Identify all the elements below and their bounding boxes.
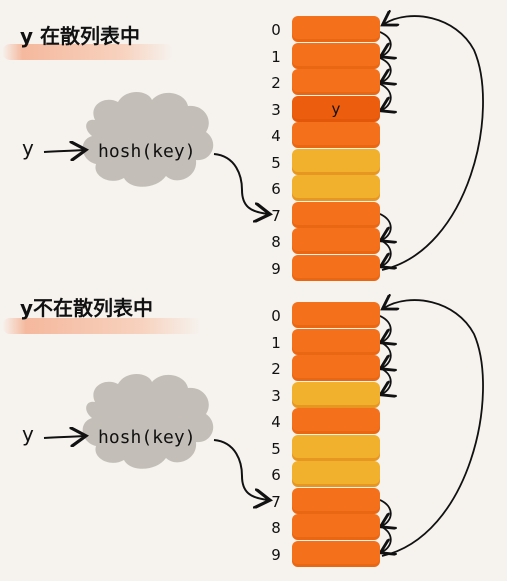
slot-index: 0: [271, 307, 281, 325]
hash-slot: [292, 408, 380, 434]
hash-function-label: hosh(key): [98, 427, 196, 448]
hash-slot: [292, 487, 380, 514]
hash-slot: [292, 302, 380, 328]
hash-slot: [292, 254, 380, 281]
hash-slot: [292, 16, 380, 42]
hash-slot: [292, 434, 380, 461]
hash-slot: [292, 95, 380, 122]
hash-slot: [292, 461, 380, 487]
title-highlight: [2, 318, 202, 334]
slot-index: 0: [271, 21, 281, 39]
hash-slot: [292, 122, 380, 148]
input-key-label: y: [22, 422, 34, 446]
hash-function-cloud: [82, 374, 214, 469]
probe-arrows: [380, 16, 484, 271]
hash-slot: [292, 228, 380, 254]
panel-title: y 在散列表中: [20, 24, 140, 48]
hash-slot: [292, 514, 380, 540]
hash-slot: [292, 175, 380, 201]
probe-arrows: [380, 300, 484, 557]
hash-slot: [292, 540, 380, 567]
hash-slot: [292, 328, 380, 355]
hash-function-label: hosh(key): [98, 141, 196, 162]
hash-slot: [292, 42, 380, 69]
input-arrow: [43, 436, 84, 438]
title-highlight: [2, 44, 174, 60]
slot-index: 8: [271, 519, 281, 537]
slot-content: y: [331, 99, 341, 118]
hash-slot: [292, 355, 380, 381]
slot-index: 9: [271, 545, 281, 564]
hash-slot: [292, 201, 380, 228]
slot-index: 2: [271, 74, 281, 92]
slot-index: 7: [271, 206, 281, 225]
slot-index: 7: [271, 492, 281, 511]
slot-index: 3: [271, 100, 281, 119]
input-arrow: [43, 150, 84, 152]
slot-index: 8: [271, 233, 281, 251]
slot-index: 5: [271, 439, 281, 458]
slot-index: 9: [271, 259, 281, 278]
slot-index: 6: [271, 466, 281, 484]
slot-index: 3: [271, 386, 281, 405]
hash-slot: [292, 381, 380, 408]
slot-index: 4: [271, 127, 281, 145]
slot-index: 5: [271, 153, 281, 172]
hash-slot: [292, 148, 380, 175]
slot-index: 1: [271, 333, 281, 352]
hash-to-slot-arrow: [213, 153, 268, 214]
panel-title: y不在散列表中: [20, 296, 154, 320]
slot-index: 2: [271, 360, 281, 378]
hash-slot: [292, 69, 380, 95]
input-key-label: y: [22, 136, 34, 160]
slot-index: 6: [271, 180, 281, 198]
hash-function-cloud: [82, 92, 214, 187]
slot-index: 1: [271, 47, 281, 66]
hash-to-slot-arrow: [213, 439, 268, 500]
slot-index: 4: [271, 413, 281, 431]
